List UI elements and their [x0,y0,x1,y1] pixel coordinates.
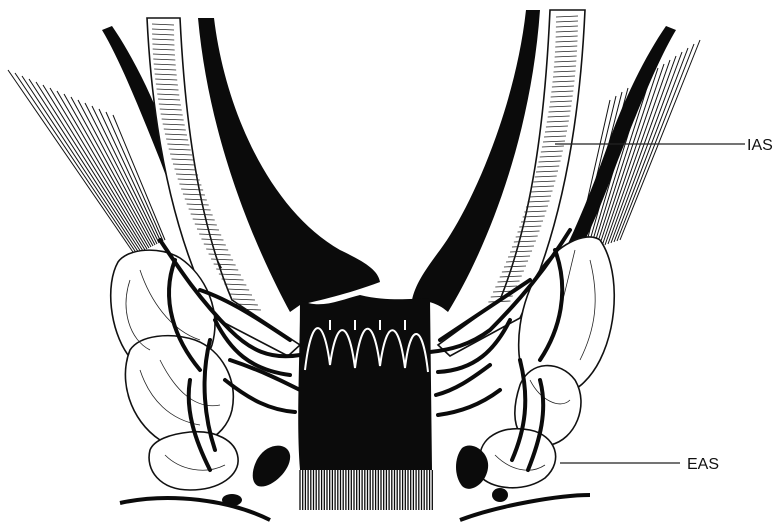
right-eas-lower-lobe [479,429,556,488]
anal-verge-hairs [300,470,432,510]
levator-fiber [15,73,137,254]
branch-stroke [438,390,500,415]
ias-striation [230,294,252,295]
levator-fiber [617,44,694,241]
left-skin-line [120,498,270,520]
branch-stroke [225,380,295,412]
levator-fiber [71,97,153,246]
levator-fiber [29,79,141,252]
levator-fiber [50,88,147,249]
right-skin-line [460,495,590,520]
ias-striation [222,279,244,280]
levator-fiber [620,40,700,240]
right-small-oval [492,488,508,502]
levator-fiber [36,82,143,251]
anal-canal-lumen [298,295,432,470]
ias-striation [233,299,255,300]
ias-label: IAS [747,137,773,154]
eas-label: EAS [687,456,719,473]
levator-fiber [22,76,139,253]
left-eas-lower-lobe [149,432,238,490]
left-eas-middle-lobe [125,336,233,446]
left-subcutaneous-eas [253,446,290,487]
left-mucosa [198,18,380,312]
ias-striation [227,289,249,290]
ias-striation [224,284,246,285]
right-levator-fibers [575,40,700,255]
